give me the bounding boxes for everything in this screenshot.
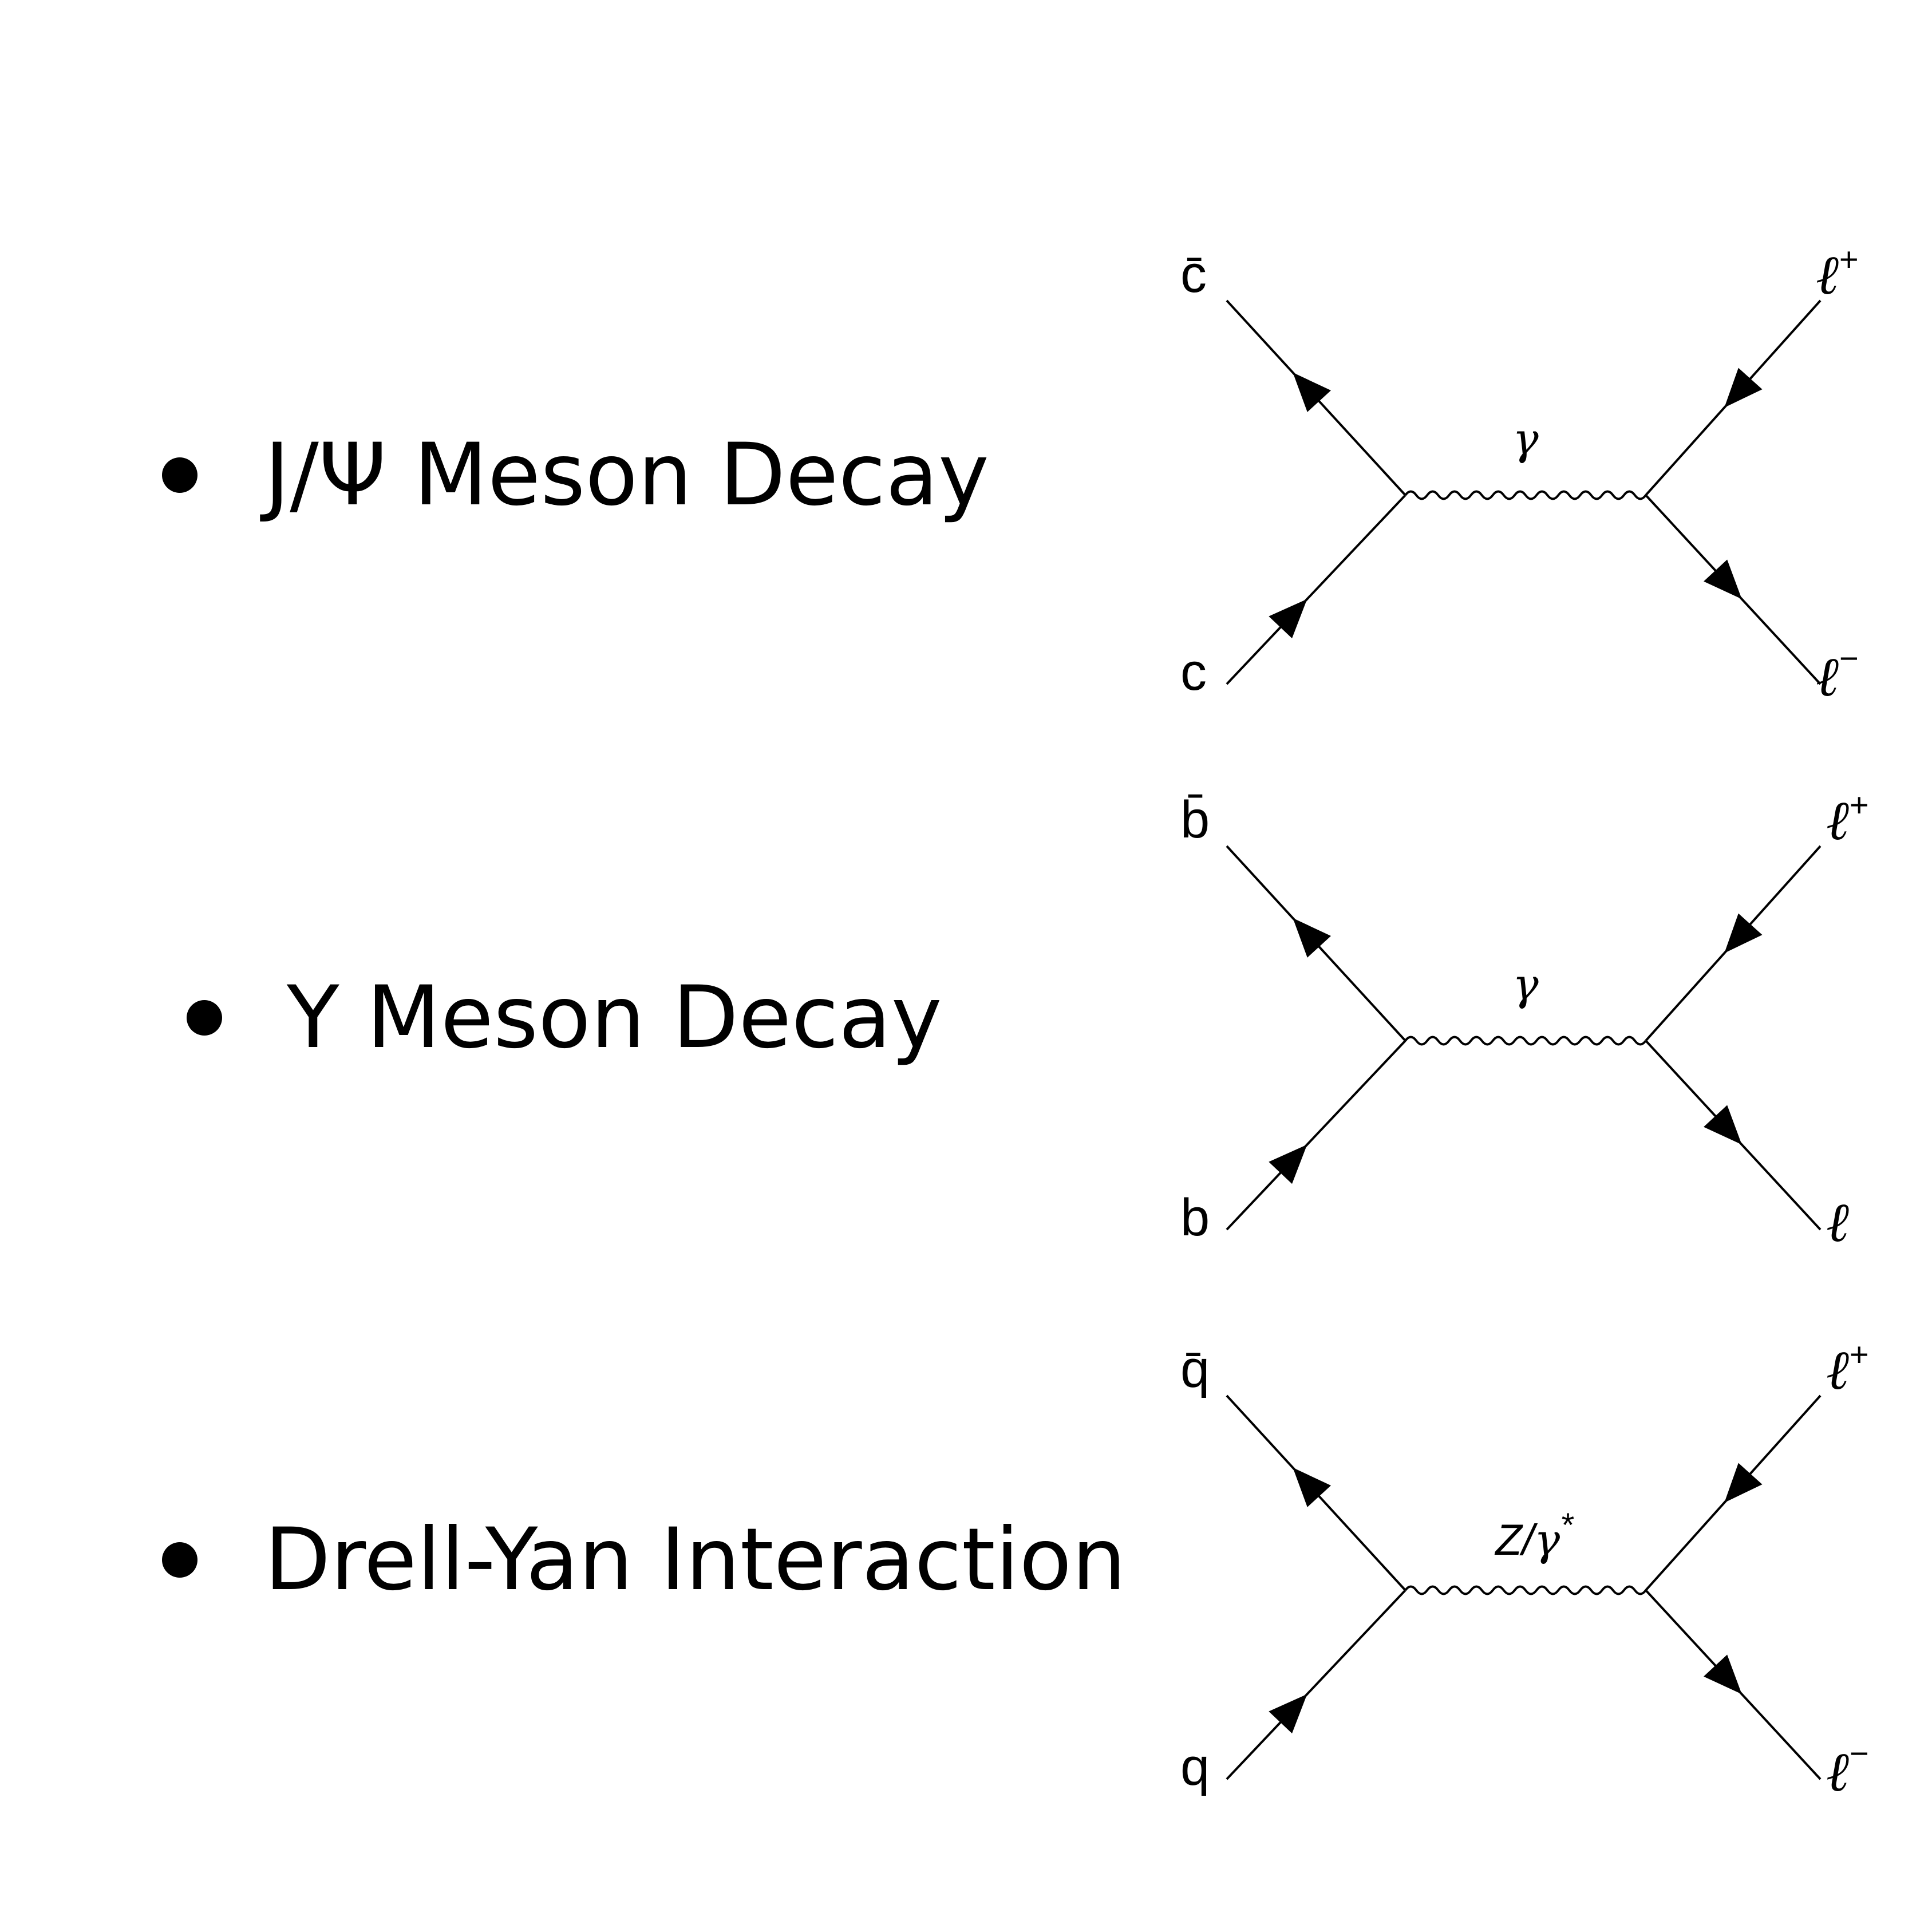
label-boson: γ xyxy=(1512,959,1539,1010)
bullet-label: J/Ψ Meson Decay xyxy=(264,425,989,525)
arrow-icon xyxy=(1269,599,1307,639)
arrow-icon xyxy=(1293,372,1332,412)
arrow-icon xyxy=(1269,1144,1307,1184)
arrow-icon xyxy=(1704,1105,1742,1145)
label-out-bottom: ℓ xyxy=(1826,1190,1849,1254)
label-out-bottom: ℓ− xyxy=(1826,1735,1868,1804)
arrow-icon xyxy=(1269,1694,1307,1734)
bullet-dot-icon xyxy=(162,1542,197,1578)
label-out-top: ℓ+ xyxy=(1826,1336,1868,1402)
bullet-label: Drell-Yan Interaction xyxy=(264,1510,1127,1610)
label-out-top: ℓ+ xyxy=(1816,241,1858,307)
boson-propagator xyxy=(1404,1585,1647,1595)
arrow-icon xyxy=(1704,559,1742,599)
label-in-bottom: b xyxy=(1180,1188,1210,1247)
label-boson: Z/γ* xyxy=(1494,1507,1574,1565)
label-in-top: b̄ xyxy=(1180,791,1210,849)
bullet-item-drell-yan: Drell-Yan Interaction xyxy=(162,1503,1126,1617)
arrow-icon xyxy=(1724,1463,1763,1503)
bullet-item-jpsi: J/Ψ Meson Decay xyxy=(162,418,989,532)
photon-propagator xyxy=(1404,1036,1647,1046)
feynman-diagram-drell-yan: q̄ q ℓ+ ℓ− Z/γ* xyxy=(1180,1336,1868,1804)
bullet-item-upsilon: Υ Meson Decay xyxy=(187,961,942,1075)
label-out-bottom: ℓ− xyxy=(1816,640,1858,709)
bullet-label: Υ Meson Decay xyxy=(287,968,942,1068)
label-in-bottom: q xyxy=(1180,1738,1210,1796)
label-out-top: ℓ+ xyxy=(1826,787,1868,852)
incoming-quark-line xyxy=(1226,494,1406,685)
arrow-icon xyxy=(1704,1654,1742,1694)
bullet-dot-icon xyxy=(187,1000,222,1036)
feynman-diagram-upsilon: b̄ b ℓ+ ℓ γ xyxy=(1180,787,1868,1254)
label-in-top: q̄ xyxy=(1180,1340,1210,1398)
label-boson: γ xyxy=(1512,413,1539,464)
arrow-icon xyxy=(1293,1467,1332,1507)
arrow-icon xyxy=(1724,913,1763,953)
photon-propagator xyxy=(1404,490,1647,500)
arrow-icon xyxy=(1293,918,1332,958)
feynman-diagram-jpsi: c̄ c ℓ+ ℓ− γ xyxy=(1180,241,1858,709)
arrow-icon xyxy=(1724,368,1763,408)
label-in-top: c̄ xyxy=(1180,245,1207,303)
incoming-quark-line xyxy=(1226,1040,1406,1231)
label-in-bottom: c xyxy=(1180,643,1207,701)
incoming-quark-line xyxy=(1226,1589,1406,1780)
bullet-dot-icon xyxy=(162,457,197,493)
